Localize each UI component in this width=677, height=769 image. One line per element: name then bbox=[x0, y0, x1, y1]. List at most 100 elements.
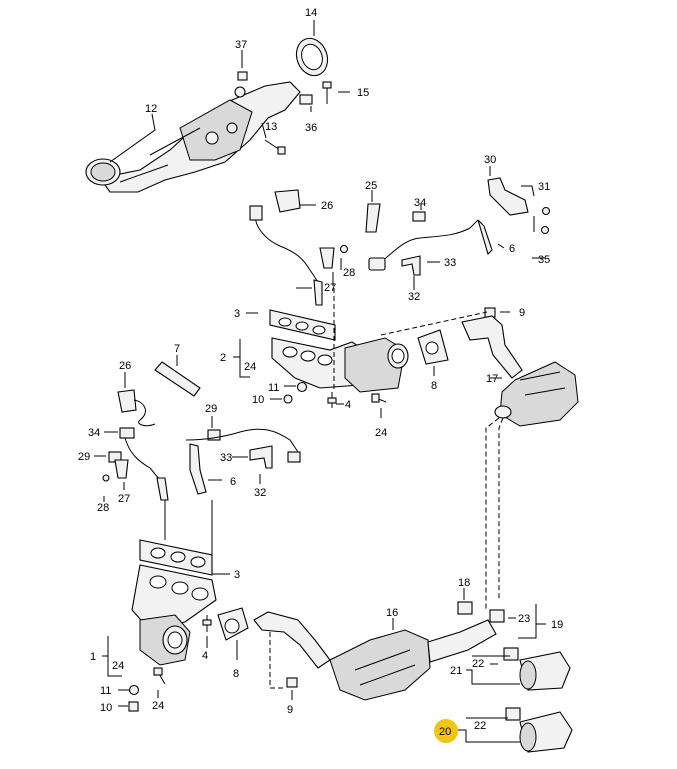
gasket-8-lower bbox=[217, 607, 249, 641]
callout-9-upper: 9 bbox=[519, 307, 525, 319]
callout-16: 16 bbox=[386, 607, 398, 619]
callout-24-upper-left: 24 bbox=[244, 361, 256, 373]
nut-37 bbox=[237, 71, 248, 81]
highlight-marker-20 bbox=[434, 719, 458, 743]
nuts-10-11-lower bbox=[128, 684, 140, 712]
stud-4-upper bbox=[327, 392, 337, 408]
callout-26-left: 26 bbox=[119, 360, 131, 372]
callout-30: 30 bbox=[484, 154, 496, 166]
callout-22-lower: 22 bbox=[474, 720, 486, 732]
mounting-bracket bbox=[99, 81, 301, 193]
oxygen-sensor-upper-left bbox=[249, 205, 323, 306]
tailpipe-lower bbox=[505, 707, 573, 753]
connector-26-left bbox=[117, 389, 156, 427]
dashed-line-upper bbox=[380, 311, 488, 336]
callout-3-lower: 3 bbox=[234, 569, 240, 581]
clip-29-mid bbox=[207, 429, 221, 441]
rear-silencer-17 bbox=[494, 361, 579, 427]
front-silencer-16 bbox=[329, 629, 431, 701]
gasket-8-upper bbox=[417, 329, 449, 365]
callout-22-upper: 22 bbox=[472, 658, 484, 670]
callout-10-upper: 10 bbox=[252, 394, 264, 406]
catalyst-left bbox=[139, 614, 191, 666]
callout-29-left: 29 bbox=[78, 451, 90, 463]
callout-6-lower: 6 bbox=[230, 476, 236, 488]
manifold-left bbox=[131, 564, 217, 631]
tailpipe-upper bbox=[503, 647, 571, 691]
callout-28-left: 28 bbox=[97, 502, 109, 514]
callout-2: 2 bbox=[220, 352, 226, 364]
clamp-ring-left bbox=[85, 158, 121, 186]
bracket-27-left bbox=[102, 459, 129, 482]
callout-36: 36 bbox=[305, 122, 317, 134]
callout-25: 25 bbox=[365, 180, 377, 192]
callout-10-lower: 10 bbox=[100, 702, 112, 714]
callout-11-lower: 11 bbox=[100, 685, 111, 697]
pipe-18-21 bbox=[427, 601, 505, 663]
callout-9-lower: 9 bbox=[287, 704, 293, 716]
callout-29-upper: 29 bbox=[205, 403, 217, 415]
bolt-24-upper bbox=[371, 393, 387, 403]
callout-19: 19 bbox=[551, 619, 563, 631]
callout-21: 21 bbox=[450, 665, 462, 677]
nut-36 bbox=[299, 94, 313, 105]
bracket-30 bbox=[487, 177, 551, 235]
bolt-13 bbox=[264, 139, 286, 155]
callout-13: 13 bbox=[265, 121, 277, 133]
nut-10-11-upper bbox=[283, 381, 308, 404]
callout-27-left: 27 bbox=[118, 493, 130, 505]
callout-35: 35 bbox=[538, 254, 550, 266]
callout-26-upper: 26 bbox=[321, 200, 333, 212]
callout-8-upper: 8 bbox=[431, 380, 437, 392]
callout-3-upper: 3 bbox=[234, 308, 240, 320]
callout-labels: 14 37 15 36 12 13 30 31 35 6 25 34 33 32… bbox=[78, 7, 563, 743]
callout-33-upper: 33 bbox=[444, 257, 456, 269]
gasket-upper bbox=[269, 309, 336, 341]
oxygen-sensor-upper-right bbox=[368, 219, 493, 271]
callout-17: 17 bbox=[486, 373, 498, 385]
callout-11-upper: 11 bbox=[268, 382, 279, 394]
gasket-lower bbox=[139, 539, 213, 576]
callout-34-left: 34 bbox=[88, 427, 100, 439]
callout-32-upper: 32 bbox=[408, 291, 420, 303]
clip-34-upper bbox=[412, 211, 426, 222]
bracket-27-upper bbox=[319, 244, 349, 269]
callout-8-lower: 8 bbox=[233, 668, 239, 680]
nut-9-lower bbox=[286, 677, 298, 688]
tube-7 bbox=[154, 361, 201, 397]
clamp-ring-top bbox=[295, 37, 329, 77]
oxygen-sensor-left bbox=[124, 437, 169, 501]
callout-4-upper: 4 bbox=[345, 399, 351, 411]
dashed-line-rear bbox=[485, 417, 504, 610]
callout-4-lower: 4 bbox=[202, 650, 208, 662]
bolt-24-lower bbox=[153, 667, 166, 685]
stud-4-lower bbox=[202, 615, 212, 632]
front-pipe bbox=[253, 611, 331, 669]
callout-24-upper: 24 bbox=[375, 427, 387, 439]
clip-34-left bbox=[119, 427, 135, 439]
callout-20: 20 bbox=[439, 726, 451, 738]
callout-24-lower: 24 bbox=[152, 700, 164, 712]
callout-31: 31 bbox=[538, 181, 550, 193]
oxygen-sensor-mid bbox=[185, 428, 301, 495]
leader-lines bbox=[94, 20, 546, 743]
callout-12: 12 bbox=[145, 103, 157, 115]
callout-27-upper: 27 bbox=[324, 282, 336, 294]
pipe-17 bbox=[461, 315, 523, 379]
bracket-32-upper bbox=[401, 255, 421, 276]
callout-24-lower-left: 24 bbox=[112, 660, 124, 672]
callout-14: 14 bbox=[305, 7, 317, 19]
callout-34-upper: 34 bbox=[414, 197, 426, 209]
callout-33-lower: 33 bbox=[220, 452, 232, 464]
bolt-15 bbox=[322, 81, 332, 104]
dashed-line-lower bbox=[269, 632, 286, 689]
bracket-32-lower bbox=[249, 445, 273, 469]
callout-1: 1 bbox=[90, 651, 96, 663]
clip-25 bbox=[365, 203, 381, 233]
callout-28-upper: 28 bbox=[343, 267, 355, 279]
callout-6-upper: 6 bbox=[509, 243, 515, 255]
callout-37: 37 bbox=[235, 39, 247, 51]
callout-32-lower: 32 bbox=[254, 487, 266, 499]
catalyst-right bbox=[344, 337, 409, 393]
